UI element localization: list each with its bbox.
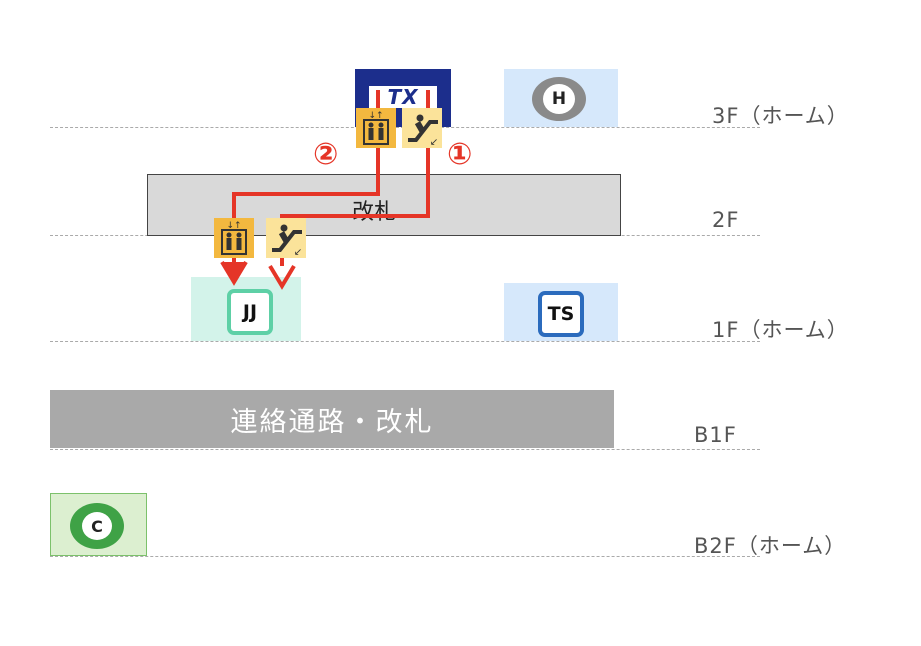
tx-line-label: TX: [387, 85, 419, 109]
jj-line-badge: JJ: [227, 289, 273, 335]
floor-line-b1f: [50, 449, 760, 450]
elevator-icon-2f: ↓↑: [214, 218, 254, 258]
ts-line-label: TS: [547, 303, 575, 325]
svg-text:↓↑: ↓↑: [226, 221, 241, 231]
svg-text:↙: ↙: [294, 247, 302, 258]
svg-text:↓↑: ↓↑: [368, 111, 383, 121]
floor-label-b2f: B2F（ホーム）: [694, 534, 847, 558]
escalator-icon-2f: ↙: [266, 218, 306, 258]
c-line-label: C: [91, 516, 103, 536]
floor-line-1f: [50, 341, 760, 342]
h-line-label: H: [551, 89, 567, 109]
floor-label-3f: 3F（ホーム）: [712, 104, 849, 128]
route-1-arrow-v: [268, 264, 296, 290]
escalator-icon-3f: ↙: [402, 108, 442, 148]
corridor-b1f: 連絡通路・改札: [50, 390, 614, 448]
jj-line-label: JJ: [242, 301, 258, 323]
h-line-badge: H: [532, 77, 586, 121]
svg-text:↙: ↙: [430, 137, 438, 148]
floor-label-1f: 1F（ホーム）: [712, 318, 849, 342]
corridor-label: 連絡通路・改札: [230, 406, 434, 438]
elevator-icon-3f: ↓↑: [356, 108, 396, 148]
floor-label-b1f: B1F: [694, 423, 737, 447]
floor-label-2f: 2F: [712, 208, 740, 232]
route-2-arrowhead: [222, 262, 246, 282]
c-line-badge: C: [70, 503, 124, 549]
ticket-gate-label: 改札: [352, 200, 397, 225]
route-number-1: ①: [447, 137, 473, 172]
route-number-2: ②: [313, 137, 339, 172]
ts-line-badge: TS: [538, 291, 584, 337]
floor-line-b2f: [50, 556, 760, 557]
route-2-arrow-v: [220, 260, 248, 286]
